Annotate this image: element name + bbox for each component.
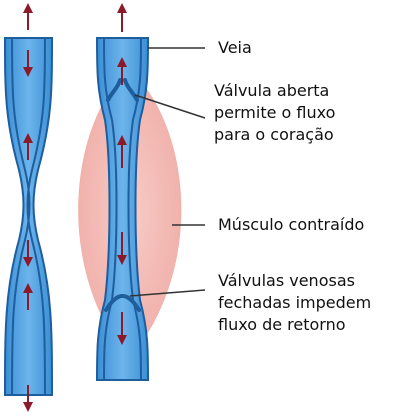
label-valvulas-fechadas-line-3: fluxo de retorno [218,315,346,334]
right-vein-inner-wall-right [127,37,142,381]
right-vein-inner-wall-left [103,37,118,381]
label-valvula-aberta-line-1: Válvula aberta [214,81,330,100]
label-valvula-aberta-line-3: para o coração [214,125,334,144]
left-vein-inner-wall-right [26,37,46,396]
open-valve-left-leaflet [106,78,122,102]
label-musculo: Músculo contraído [218,214,364,236]
label-veia: Veia [218,37,252,59]
left-vein [3,3,54,412]
left-vein-inner-wall-left [11,37,31,396]
leader-valvula-aberta [134,94,206,119]
label-valvulas-fechadas-line-1: Válvulas venosas [218,271,355,290]
label-valvula-aberta: Válvula aberta permite o fluxo para o co… [214,80,335,146]
label-veia-text: Veia [218,38,252,57]
label-valvulas-fechadas: Válvulas venosas fechadas impedem fluxo … [218,270,371,336]
label-valvula-aberta-line-2: permite o fluxo [214,103,336,122]
leader-valvulas-fechadas [129,289,206,297]
right-vein [95,3,150,381]
label-musculo-text: Músculo contraído [218,215,365,234]
open-valve-right-leaflet [123,78,139,102]
label-valvulas-fechadas-line-2: fechadas impedem [218,293,372,312]
closed-valve-left-leaflet [104,294,124,312]
closed-valve-right-leaflet [121,294,141,312]
right-vein-body [95,37,150,381]
